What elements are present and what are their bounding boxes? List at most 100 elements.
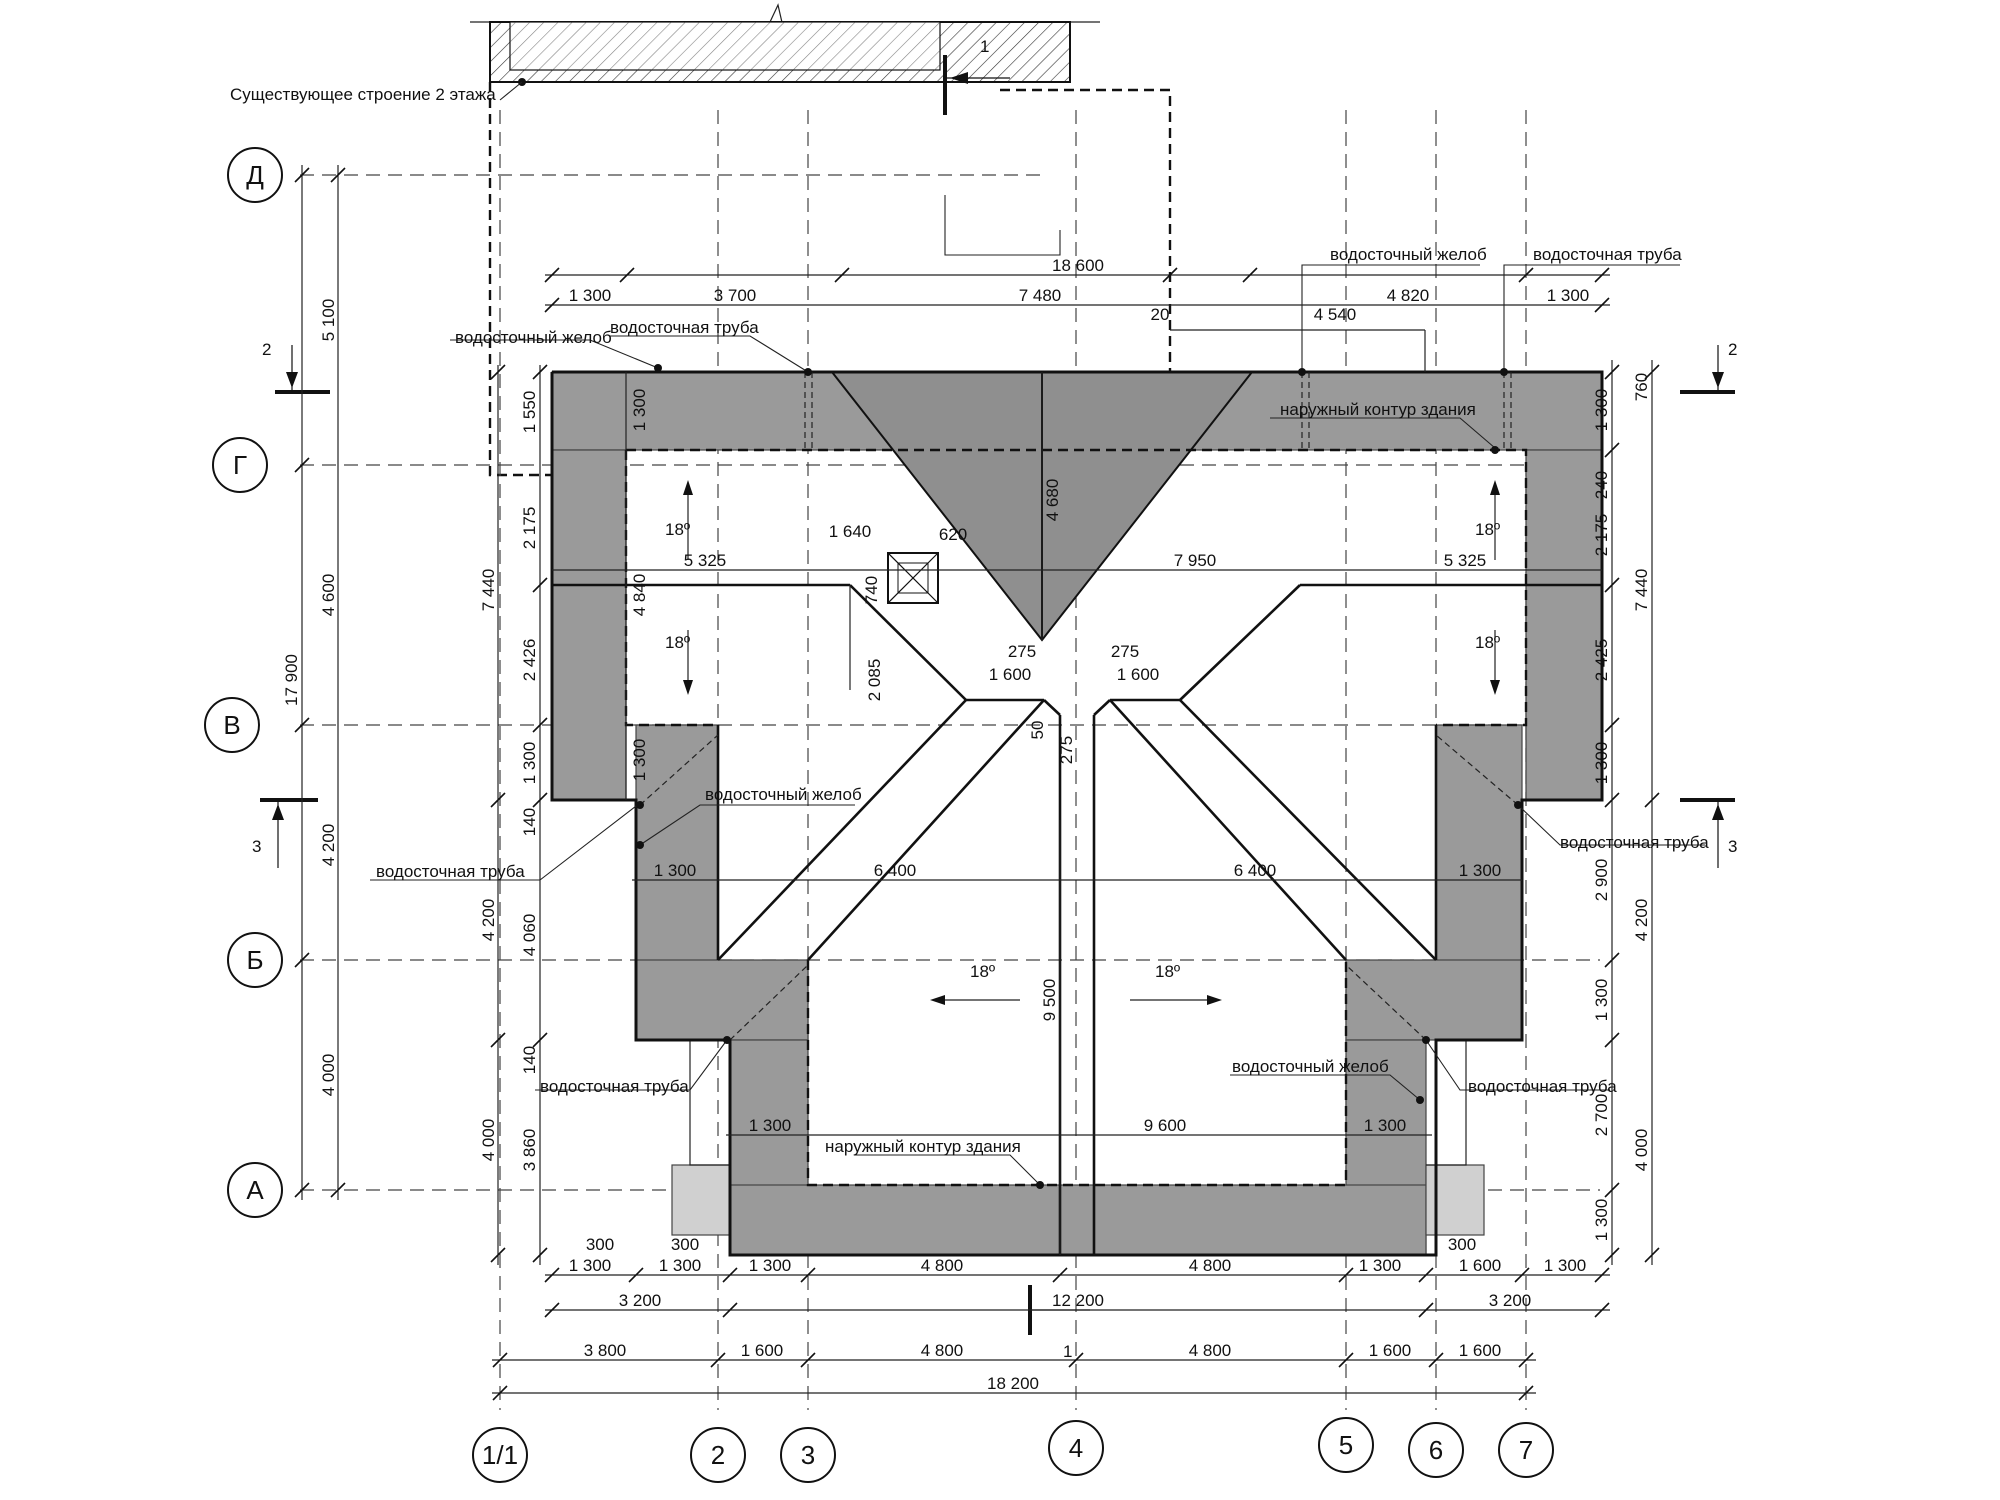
column-axis-markers: 1/1 2 3 4 5 6 7 (472, 1417, 1554, 1483)
dims-interior: 1 300 4 840 1 300 1 640 620 5 325 7 950 … (630, 389, 1501, 1135)
dim-l2-4060: 4 060 (520, 914, 539, 957)
row-axis-markers: Д Г В Б А (204, 147, 283, 1218)
dim-b1-1300-d: 1 300 (1359, 1256, 1402, 1275)
dim-in-9600: 9 600 (1144, 1116, 1187, 1135)
dim-top-1300-r: 1 300 (1547, 286, 1590, 305)
dims-right: 760 1 300 240 2 175 7 440 2 425 1 300 2 … (1592, 373, 1651, 1241)
slope-label-se: 18º (1155, 962, 1180, 981)
section-2-right: 2 (1728, 340, 1737, 359)
dim-in-4840: 4 840 (630, 574, 649, 617)
dim-in-6400-r: 6 400 (1234, 861, 1277, 880)
dim-in-5325-r: 5 325 (1444, 551, 1487, 570)
axis-row-b: Б (246, 945, 263, 975)
dim-in-7950: 7 950 (1174, 551, 1217, 570)
dim-in-1300-sr: 1 300 (1364, 1116, 1407, 1135)
dim-b3-4800-l: 4 800 (921, 1341, 964, 1360)
dim-left-4200: 4 200 (319, 824, 338, 867)
dim-b1-1600: 1 600 (1459, 1256, 1502, 1275)
dim-b1-1300-a: 1 300 (569, 1256, 612, 1275)
dim-r-2900: 2 900 (1592, 859, 1611, 902)
roof-outline (550, 370, 1604, 1257)
dim-top-20: 20 (1151, 305, 1170, 324)
dim-r-2700: 2 700 (1592, 1094, 1611, 1137)
dims-top: 18 600 1 300 3 700 7 480 20 4 540 4 820 … (569, 256, 1590, 324)
callout-downpipe-nw: водосточная труба (610, 318, 759, 337)
section-1-bottom: 1 (1063, 1342, 1072, 1361)
callout-downpipe-sw: водосточная труба (540, 1077, 689, 1096)
dim-b3-3800: 3 800 (584, 1341, 627, 1360)
callout-contour-bottom: наружный контур здания (825, 1137, 1021, 1156)
dim-b3-4800-r: 4 800 (1189, 1341, 1232, 1360)
slope-label-w: 18º (665, 633, 690, 652)
axis-col-7: 7 (1519, 1435, 1533, 1465)
dim-left-5100: 5 100 (319, 299, 338, 342)
dim-in-1600-r: 1 600 (1117, 665, 1160, 684)
callout-downpipe-se: водосточная труба (1468, 1077, 1617, 1096)
dim-r-760: 760 (1632, 373, 1651, 401)
dim-b3-1600-c: 1 600 (1459, 1341, 1502, 1360)
callout-dots (636, 364, 1522, 1189)
dim-b1-4800-r: 4 800 (1189, 1256, 1232, 1275)
dim-r-240: 240 (1592, 471, 1611, 499)
dims-left-inner: 1 550 7 440 2 175 2 426 1 300 140 4 200 … (479, 391, 539, 1172)
axis-col-5: 5 (1339, 1430, 1353, 1460)
dim-in-50: 50 (1028, 721, 1047, 740)
dim-b1-300-a: 300 (586, 1235, 614, 1254)
slope-arrows (683, 480, 1500, 1005)
callout-gutter-se: водосточный желоб (1232, 1057, 1389, 1076)
dim-in-275-c: 275 (1057, 736, 1076, 764)
axis-col-4: 4 (1069, 1433, 1083, 1463)
dimension-lines (301, 165, 1653, 1394)
roof-ridges (552, 583, 1602, 1255)
dim-l2-2426: 2 426 (520, 639, 539, 682)
dim-in-9500: 9 500 (1040, 979, 1059, 1022)
section-2-left: 2 (262, 340, 271, 359)
dim-b1-1300-e: 1 300 (1544, 1256, 1587, 1275)
callout-downpipe-e: водосточная труба (1560, 833, 1709, 852)
dim-left-17900: 17 900 (282, 654, 301, 706)
dim-l2-1550: 1 550 (520, 391, 539, 434)
dim-in-2085: 2 085 (865, 659, 884, 702)
dim-b1-300-c: 300 (1448, 1235, 1476, 1254)
roof-eave-band (551, 371, 1603, 1256)
dim-r-4000: 4 000 (1632, 1129, 1651, 1172)
dim-b1-300-b: 300 (671, 1235, 699, 1254)
dim-b4-18200: 18 200 (987, 1374, 1039, 1393)
dim-r-1300a: 1 300 (1592, 389, 1611, 432)
section-3-right: 3 (1728, 837, 1737, 856)
dim-in-275-a: 275 (1008, 642, 1036, 661)
axis-col-3: 3 (801, 1440, 815, 1470)
dim-in-1300-sl: 1 300 (749, 1116, 792, 1135)
callout-gutter-top: водосточный желоб (1330, 245, 1487, 264)
dim-in-1300-bl: 1 300 (654, 861, 697, 880)
chimney-icon (887, 552, 939, 604)
dim-top-overall: 18 600 (1052, 256, 1104, 275)
dim-in-740: 740 (862, 576, 881, 604)
existing-building (470, 3, 1172, 477)
axis-row-a: А (246, 1175, 264, 1205)
dim-top-4820: 4 820 (1387, 286, 1430, 305)
dim-l2-1300: 1 300 (520, 742, 539, 785)
dim-top-4540: 4 540 (1314, 305, 1357, 324)
callout-contour-top: наружный контур здания (1280, 400, 1476, 419)
axis-row-v: В (223, 710, 240, 740)
dim-l2-4000: 4 000 (479, 1119, 498, 1162)
dim-top-7480: 7 480 (1019, 286, 1062, 305)
dim-in-1300-l: 1 300 (630, 739, 649, 782)
dim-in-1640: 1 640 (829, 522, 872, 541)
dim-in-5325-l: 5 325 (684, 551, 727, 570)
dim-l2-7440: 7 440 (479, 569, 498, 612)
dim-r-2425: 2 425 (1592, 639, 1611, 682)
axis-row-g: Г (233, 450, 247, 480)
dim-b1-4800-l: 4 800 (921, 1256, 964, 1275)
dim-r-4200: 4 200 (1632, 899, 1651, 942)
section-1-top: 1 (980, 37, 989, 56)
dim-r-1300b: 1 300 (1592, 742, 1611, 785)
dim-r-2175: 2 175 (1592, 514, 1611, 557)
downpipes (639, 372, 1519, 1041)
slope-label-nw: 18º (665, 520, 690, 539)
dimension-ticks (294, 167, 1660, 1401)
dim-l2-140: 140 (520, 808, 539, 836)
dim-top-1300-l: 1 300 (569, 286, 612, 305)
